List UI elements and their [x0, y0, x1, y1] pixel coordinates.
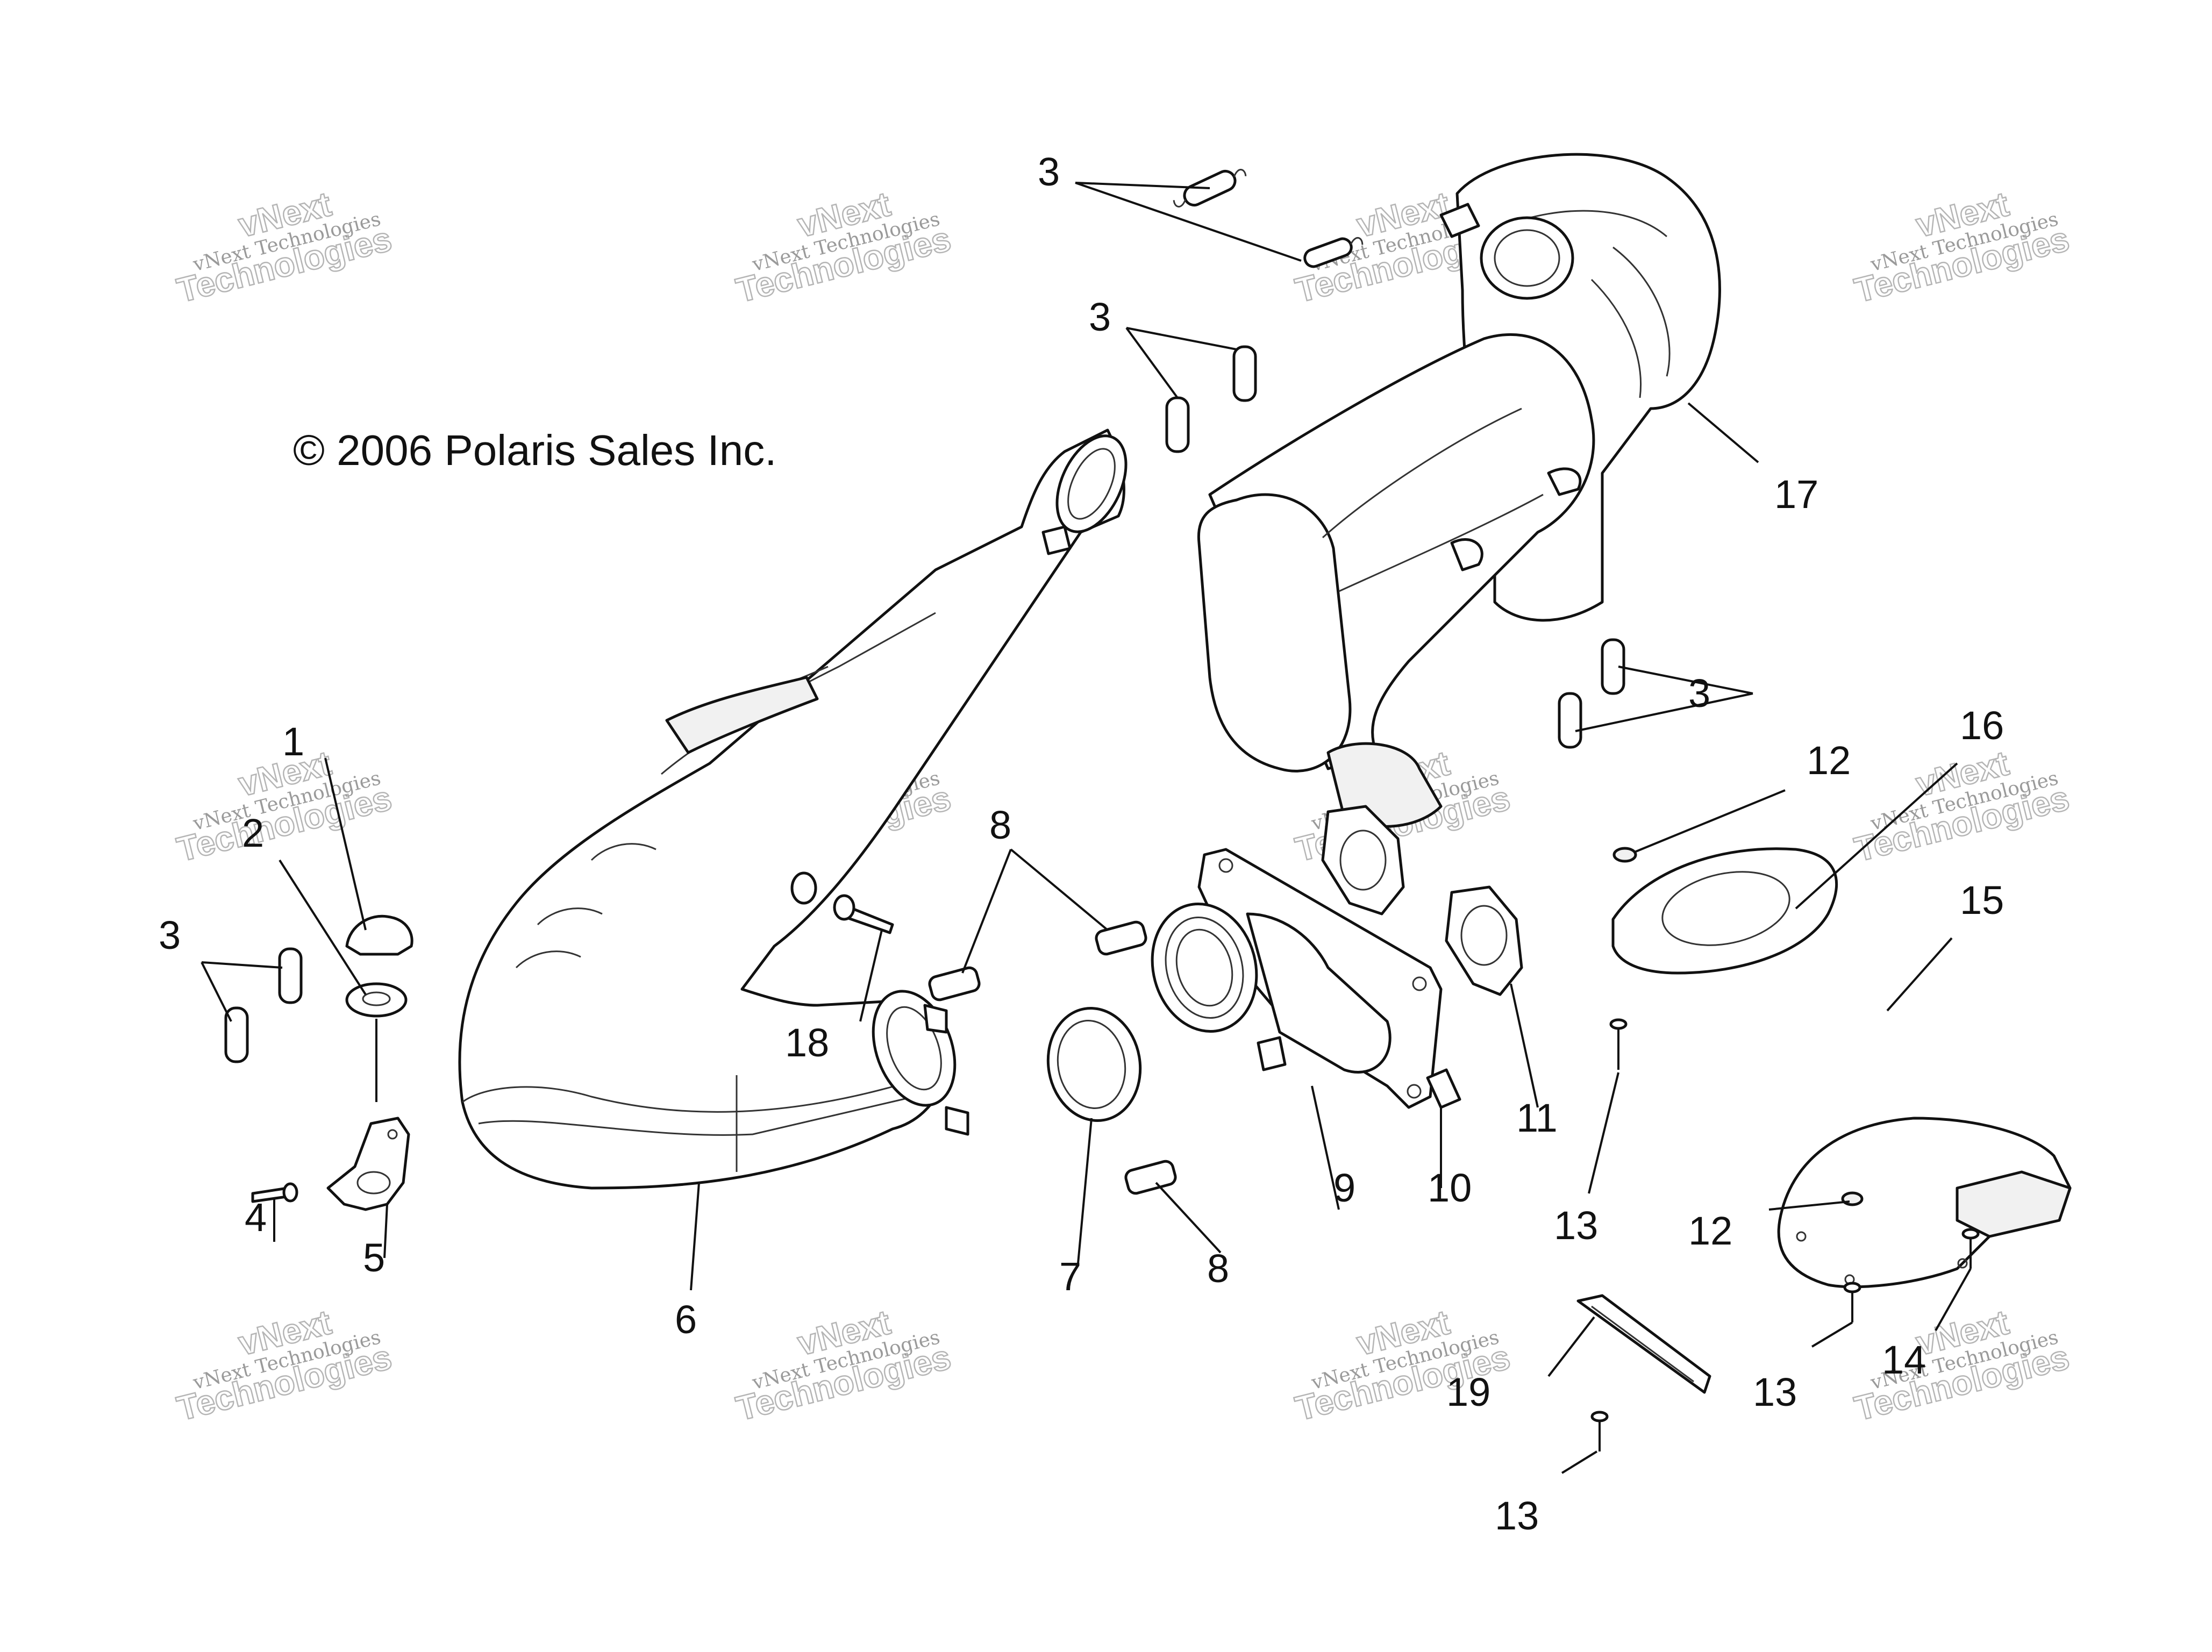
part-3-spring — [278, 947, 303, 1004]
callout-13: 13 — [1554, 1203, 1598, 1248]
leader-lines — [201, 182, 1972, 1474]
part-4-bolt — [251, 1182, 298, 1203]
callout-12: 12 — [1807, 738, 1851, 783]
part-6-expansion-chamber — [458, 428, 1128, 1190]
part-7-seal-ring — [1046, 1007, 1142, 1122]
part-11-gasket — [1445, 885, 1523, 996]
gasket-upper — [1321, 805, 1405, 916]
watermark: Technologies vNext vNext Technologies — [1850, 184, 2074, 311]
part-9-exhaust-manifold — [1151, 848, 1443, 1109]
part-3-spring — [1303, 237, 1364, 268]
callout-12: 12 — [1688, 1208, 1732, 1253]
part-14-rivet — [1961, 1228, 1980, 1269]
callout-3: 3 — [1038, 149, 1060, 194]
callout-9: 9 — [1333, 1165, 1355, 1210]
callout-10: 10 — [1428, 1165, 1472, 1210]
watermark: Technologies vNext vNext Technologies — [173, 743, 396, 870]
callout-3: 3 — [1688, 671, 1710, 716]
part-16-flange-plate — [1611, 847, 1838, 975]
part-8-bushing — [928, 966, 981, 1002]
part-19-bracket — [1576, 1294, 1711, 1394]
part-3-spring — [1232, 345, 1257, 402]
callout-labels: 3 3 17 3 12 16 15 1 2 3 4 5 6 7 8 8 9 10… — [159, 149, 2004, 1538]
part-18-stud — [833, 894, 894, 934]
callout-5: 5 — [363, 1235, 385, 1280]
callout-13: 13 — [1495, 1493, 1539, 1538]
copyright-text: © 2006 Polaris Sales Inc. — [293, 426, 776, 474]
part-10-plug — [1426, 1068, 1461, 1109]
callout-3: 3 — [159, 913, 181, 957]
callout-15: 15 — [1960, 878, 2004, 922]
part-1-cap — [345, 914, 413, 956]
watermark: Technologies vNext vNext Technologies — [1850, 743, 2074, 870]
part-3-spring — [1558, 692, 1582, 749]
callout-8: 8 — [989, 803, 1011, 847]
callout-18: 18 — [785, 1020, 829, 1065]
callout-1: 1 — [282, 719, 304, 764]
callout-17: 17 — [1774, 472, 1818, 517]
callout-11: 11 — [1516, 1096, 1558, 1140]
watermark: Technologies vNext vNext Technologies — [732, 184, 955, 311]
callout-7: 7 — [1059, 1254, 1081, 1299]
part-13-rivet — [1843, 1282, 1861, 1322]
callout-8: 8 — [1207, 1246, 1229, 1291]
callout-14: 14 — [1882, 1338, 1926, 1382]
part-12-washer — [1612, 847, 1637, 863]
callout-16: 16 — [1960, 703, 2004, 748]
callout-3: 3 — [1089, 295, 1111, 339]
part-8-bushing — [1095, 920, 1147, 956]
callout-13: 13 — [1753, 1370, 1797, 1414]
bushing — [790, 871, 817, 905]
watermark: Technologies vNext vNext Technologies — [732, 1302, 955, 1429]
callout-19: 19 — [1446, 1370, 1490, 1414]
part-13-rivet — [1590, 1411, 1609, 1451]
watermark: Technologies vNext vNext Technologies — [173, 1302, 396, 1429]
part-15-heat-shield — [1777, 1117, 2072, 1289]
part-13-rivet — [1609, 1018, 1628, 1070]
callout-2: 2 — [242, 811, 264, 855]
part-8-bushing — [1124, 1160, 1177, 1195]
callout-6: 6 — [675, 1297, 697, 1342]
part-5-mount-bracket — [326, 1117, 410, 1211]
callout-4: 4 — [245, 1195, 267, 1240]
part-2-grommet — [345, 982, 408, 1018]
part-3-spring — [1165, 396, 1190, 453]
watermark: Technologies vNext vNext Technologies — [1850, 1302, 2074, 1429]
watermark: Technologies vNext vNext Technologies — [173, 184, 396, 311]
silencer-can — [1197, 333, 1595, 828]
